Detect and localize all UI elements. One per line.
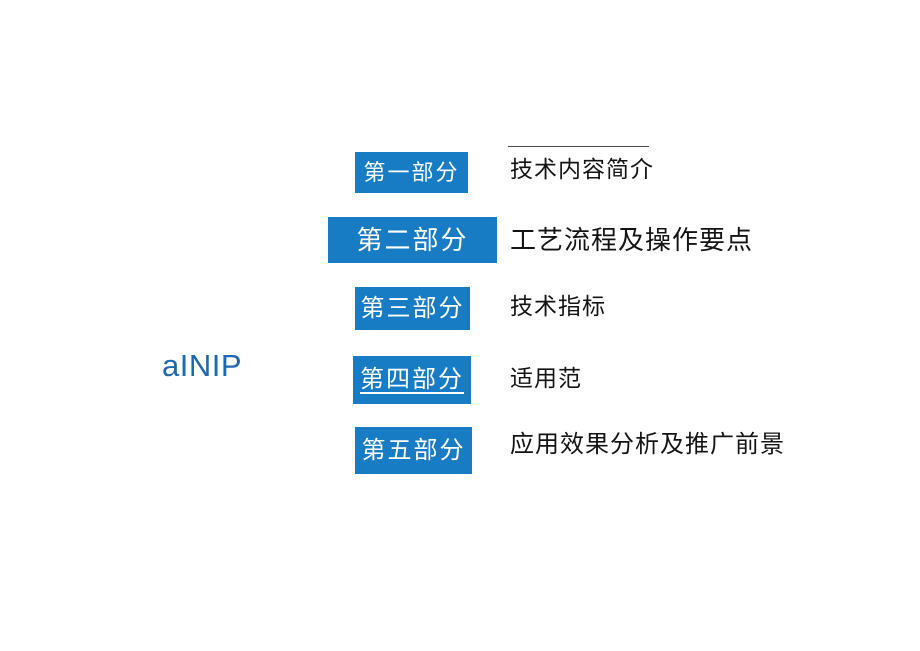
ainip-logo: aINIP <box>162 348 243 383</box>
part-3-button[interactable]: 第三部分 <box>355 287 470 330</box>
part-4-title: 适用范 <box>510 365 582 391</box>
part-1-title: 技术内容简介 <box>510 156 654 182</box>
part-3-title: 技术指标 <box>510 293 606 319</box>
part-5-title: 应用效果分析及推广前景 <box>510 431 785 458</box>
part-2-button[interactable]: 第二部分 <box>328 217 497 263</box>
part-2-title: 工艺流程及操作要点 <box>510 225 754 255</box>
part-4-button[interactable]: 第四部分 <box>353 356 471 404</box>
part-5-button[interactable]: 第五部分 <box>355 427 472 474</box>
title-divider-line <box>508 146 649 147</box>
part-1-button[interactable]: 第一部分 <box>355 152 468 193</box>
